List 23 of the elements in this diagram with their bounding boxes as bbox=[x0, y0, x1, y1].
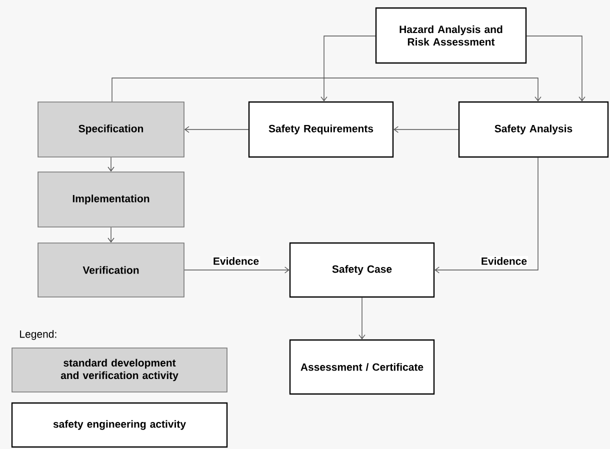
activity-box: Hazard Analysis and Risk Assessment bbox=[375, 7, 527, 64]
arrow bbox=[184, 266, 290, 274]
arrow bbox=[434, 157, 538, 274]
arrow bbox=[320, 36, 376, 102]
legend-box: standard development and verification activity bbox=[12, 348, 228, 392]
activity-box: Implementation bbox=[38, 172, 184, 228]
activity-box: Safety Requirements bbox=[248, 101, 394, 158]
edge-label: Evidence bbox=[212, 256, 260, 266]
arrow bbox=[112, 78, 542, 102]
edge-label: Evidence bbox=[480, 256, 528, 266]
activity-box: Assessment / Certificate bbox=[289, 339, 435, 395]
arrow bbox=[358, 297, 366, 340]
arrow bbox=[108, 227, 114, 243]
legend-box: safety engineering activity bbox=[11, 402, 228, 448]
arrow bbox=[526, 36, 586, 102]
legend-heading: Legend: bbox=[20, 330, 56, 340]
activity-box: Safety Analysis bbox=[458, 101, 609, 158]
activity-box: Specification bbox=[38, 102, 184, 158]
arrow bbox=[184, 126, 249, 133]
arrow bbox=[394, 126, 459, 133]
activity-box: Safety Case bbox=[289, 242, 435, 298]
activity-box: Verification bbox=[38, 242, 184, 298]
arrow bbox=[108, 157, 114, 172]
